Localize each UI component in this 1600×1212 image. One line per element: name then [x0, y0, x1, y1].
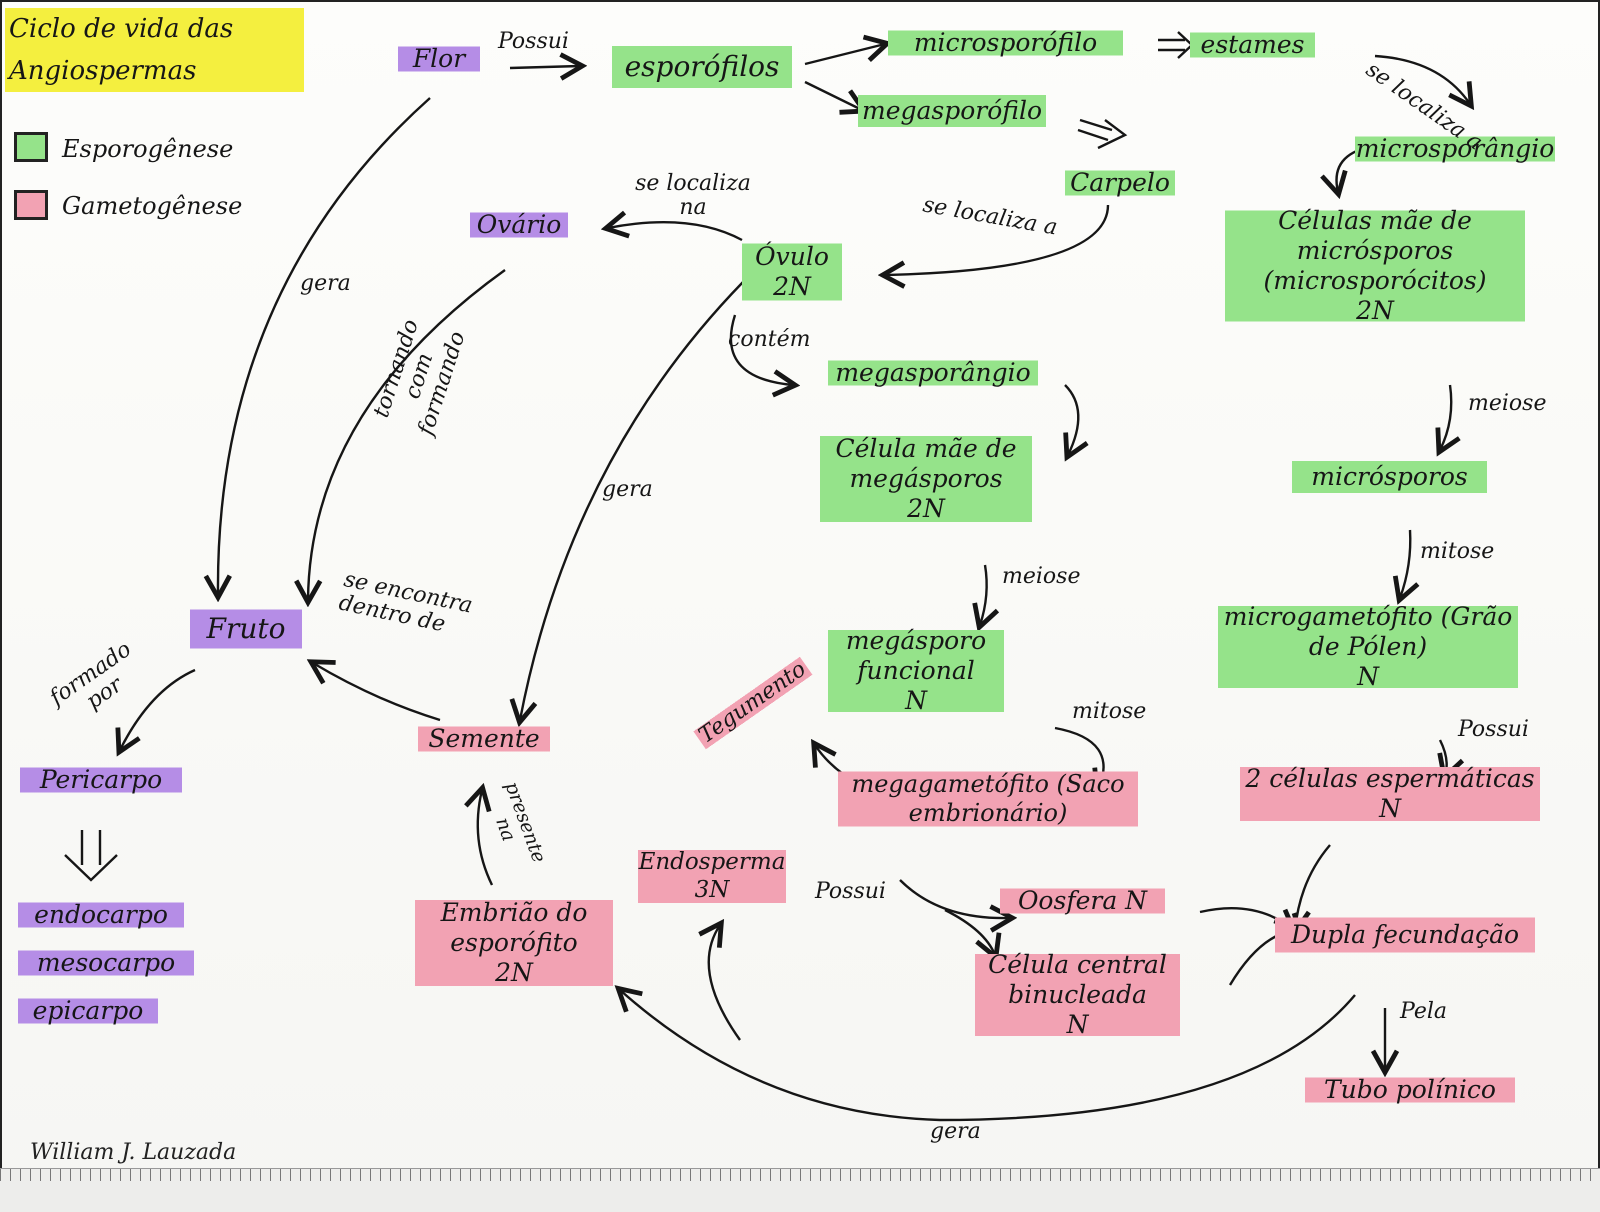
node-fruto: Fruto — [190, 606, 302, 652]
double-arrow-pericarpo — [64, 830, 118, 882]
arrow-megasporangio-celula-mae — [1065, 384, 1078, 455]
edge-label-pela: Pela — [1400, 999, 1447, 1024]
edge-label-meiose-2: meiose — [1002, 564, 1081, 589]
megaspora-funcional-ploidy: N — [905, 686, 927, 715]
endosperma-label: Endosperma — [638, 849, 786, 875]
arrow-estames-microsporangio — [1374, 54, 1470, 104]
node-mesocarpo: mesocarpo — [18, 948, 194, 978]
legend-label-gametogenese: Gametogênese — [62, 192, 243, 220]
edge-label-possui-2: Possui — [1458, 717, 1529, 742]
legend-swatch-gametogenese — [14, 190, 48, 220]
arrow-ovulo-ovario — [608, 222, 743, 242]
celula-central-label: Célula central binucleada — [988, 950, 1167, 1009]
arrow-flor-esporofilos — [509, 66, 580, 68]
node-celula-mae-megasporos: Célula mãe de megásporos 2N — [820, 428, 1032, 530]
edge-label-se-localiza-na: se localiza na — [635, 171, 751, 221]
arrow-ovulo-megasporangio — [729, 314, 793, 385]
node-megasporangio: megasporângio — [828, 358, 1038, 388]
edge-label-mitose-1: mitose — [1420, 539, 1495, 564]
node-microsporangio: microsporângio — [1355, 134, 1555, 164]
node-ovario: Ovário — [470, 210, 568, 240]
author-signature: William J. Lauzada — [30, 1140, 237, 1165]
arrow-dupla-embriao — [620, 990, 1356, 1122]
node-megasporofilo: megasporófilo — [858, 92, 1046, 130]
arrow-semente-fruto — [313, 663, 441, 722]
arrow-gera-endosperma — [709, 925, 741, 1041]
megaspora-funcional-label: megásporo funcional — [845, 626, 987, 685]
ovulo-ploidy: 2N — [773, 272, 811, 301]
node-flor: Flor — [398, 44, 480, 74]
edge-label-possui-1: Possui — [498, 29, 569, 54]
node-endocarpo: endocarpo — [18, 900, 184, 930]
legend-swatch-esporogenese — [14, 132, 48, 162]
node-ovulo: Óvulo 2N — [742, 238, 842, 306]
node-dupla-fecundacao: Dupla fecundação — [1275, 914, 1535, 956]
node-celulas-espermaticas: 2 células espermáticas N — [1240, 762, 1540, 826]
edge-label-gera-3: gera — [930, 1119, 981, 1144]
celulas-espermaticas-label: 2 células espermáticas — [1245, 764, 1535, 793]
node-microgametofito: microgametófito (Grão de Pólen) N — [1218, 598, 1518, 696]
node-epicarpo: epicarpo — [18, 996, 158, 1026]
arrow-mitose-1 — [1400, 529, 1410, 598]
diagram-title: Ciclo de vida das Angiospermas — [5, 8, 304, 92]
double-arrow-megasporofilo-carpelo — [1077, 118, 1128, 150]
endosperma-ploidy: 3N — [694, 876, 730, 903]
node-embriao: Embrião do esporófito 2N — [415, 892, 613, 994]
arrow-flor-fruto — [218, 97, 431, 595]
celulas-mae-microsporos-ploidy: 2N — [1356, 296, 1394, 325]
edge-label-gera-1: gera — [300, 271, 351, 296]
node-endosperma: Endosperma 3N — [638, 845, 786, 909]
arrow-fruto-pericarpo — [120, 668, 196, 750]
arrow-meiose-2 — [980, 564, 987, 625]
edge-label-gera-2: gera — [602, 477, 653, 502]
node-celula-central: Célula central binucleada N — [975, 946, 1180, 1044]
arrow-embriao-semente — [478, 790, 494, 886]
node-carpelo: Carpelo — [1065, 168, 1175, 198]
celulas-espermaticas-ploidy: N — [1379, 794, 1401, 823]
node-esporofilos: esporófilos — [612, 42, 792, 92]
arrow-esporofilos-megasporofilo — [804, 80, 862, 110]
celula-mae-megasporos-ploidy: 2N — [907, 494, 945, 523]
arrow-ovulo-semente — [520, 281, 744, 720]
node-estames: estames — [1190, 30, 1315, 60]
node-megagametofito: megagametófito (Saco embrionário) — [838, 766, 1138, 832]
celulas-mae-microsporos-label: Células mãe de micrósporos (microsporóci… — [1263, 206, 1487, 295]
edge-label-mitose-2: mitose — [1072, 699, 1147, 724]
node-megaspora-funcional: megásporo funcional N — [828, 622, 1004, 720]
arrow-ovario-fruto — [308, 269, 506, 600]
node-celulas-mae-microsporos: Células mãe de micrósporos (microsporóci… — [1225, 200, 1525, 332]
node-tubo-polinico: Tubo polínico — [1305, 1075, 1515, 1105]
celula-central-ploidy: N — [1066, 1010, 1089, 1039]
arrow-esporofilos-microsporofilo — [804, 44, 885, 66]
arrow-meiose-1 — [1440, 384, 1451, 450]
embriao-label: Embrião do esporófito — [440, 898, 588, 957]
embriao-ploidy: 2N — [495, 958, 533, 987]
arrow-possui-oosfera — [899, 879, 1010, 918]
ruler — [0, 1168, 1600, 1212]
node-microsporofilo: microsporófilo — [888, 28, 1123, 58]
microgametofito-ploidy: N — [1357, 662, 1379, 691]
node-microsporos: micrósporos — [1292, 458, 1487, 496]
node-pericarpo: Pericarpo — [20, 765, 182, 795]
celula-mae-megasporos-label: Célula mãe de megásporos — [835, 434, 1017, 493]
ovulo-label: Óvulo — [755, 242, 829, 271]
arrow-carpelo-ovulo — [885, 204, 1110, 275]
edge-label-meiose-1: meiose — [1468, 391, 1547, 416]
microgametofito-label: microgametófito (Grão de Pólen) — [1223, 602, 1513, 661]
double-arrow-microsporofilo-estames — [1158, 31, 1194, 59]
edge-label-possui-3: Possui — [815, 879, 886, 904]
legend-label-esporogenese: Esporogênese — [62, 135, 234, 163]
node-semente: Semente — [418, 724, 550, 754]
node-oosfera: Oosfera N — [1000, 886, 1165, 916]
edge-label-contem: contém — [728, 327, 811, 352]
